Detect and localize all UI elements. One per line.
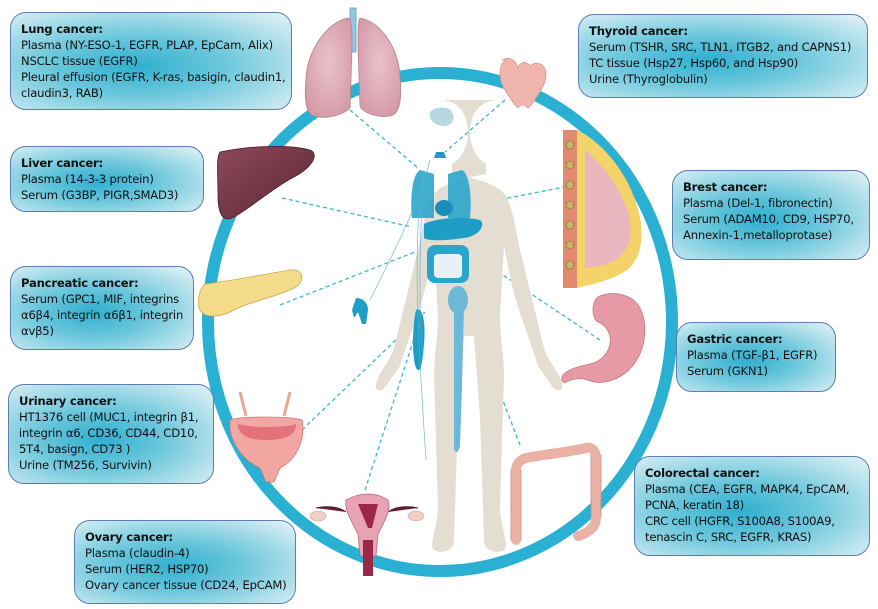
thyroid-icon (499, 58, 547, 109)
card-gastric-cancer: Gastric cancer: Plasma (TGF-β1, EGFR) Se… (676, 322, 836, 392)
biomarker-line: Serum (HER2, HSP70) (85, 562, 209, 576)
biomarker-line: Plasma (TGF-β1, EGFR) (687, 348, 818, 362)
biomarker-line: α6β4, integrin α6β1, integrin (21, 308, 184, 322)
biomarker-line: Serum (ADAM10, CD9, HSP70, (683, 212, 854, 226)
liver-icon (217, 145, 315, 220)
connector-uterus (364, 319, 421, 491)
card-urinary-cancer: Urinary cancer: HT1376 cell (MUC1, integ… (8, 384, 214, 484)
biomarker-line: Plasma (Del-1, fibronectin) (683, 196, 833, 210)
biomarker-line: integrin α6, CD36, CD44, CD10, (19, 426, 198, 440)
biomarker-line: PCNA, keratin 18) (645, 498, 745, 512)
breast-icon (563, 130, 642, 288)
biomarker-line: Pleural effusion (EGFR, K-ras, basigin, … (21, 70, 286, 84)
biomarker-line: 5T4, basign, CD73 ) (19, 442, 131, 456)
biomarker-line: Plasma (CEA, EGFR, MAPK4, EpCAM, (645, 482, 850, 496)
biomarker-line: Annexin-1,metalloprotase) (683, 228, 833, 242)
connector-thyroid (444, 99, 506, 153)
biomarker-line: Serum (GPC1, MIF, integrins (21, 292, 179, 306)
card-thyroid-cancer: Thyroid cancer: Serum (TSHR, SRC, TLN1, … (578, 14, 868, 98)
body-lungs (411, 170, 471, 218)
circulation-ring (202, 67, 678, 577)
biomarker-line: CRC cell (HGFR, S100A8, S100A9, (645, 514, 835, 528)
card-title: Ovary cancer: (85, 530, 173, 544)
biomarker-line: Plasma (14-3-3 protein) (21, 172, 154, 186)
card-pancreatic-cancer: Pancreatic cancer: Serum (GPC1, MIF, int… (10, 266, 194, 350)
body-liver (424, 217, 483, 241)
card-title: Pancreatic cancer: (21, 276, 139, 290)
card-breast-cancer: Brest cancer: Plasma (Del-1, fibronectin… (672, 170, 870, 260)
brain-icon (429, 107, 454, 126)
biomarker-line: NSCLC tissue (EGFR) (21, 54, 138, 68)
biomarker-line: Plasma (claudin-4) (85, 546, 190, 560)
connector-liver (281, 197, 413, 228)
biomarker-line: claudin3, RAB) (21, 86, 103, 100)
card-title: Lung cancer: (21, 22, 103, 36)
lungs-icon (304, 7, 402, 118)
biomarker-line: Serum (TSHR, SRC, TLN1, ITGB2, and CAPNS… (589, 40, 852, 54)
biomarker-line: Ovary cancer tissue (CD24, EpCAM) (85, 578, 287, 592)
card-colorectal-cancer: Colorectal cancer: Plasma (CEA, EGFR, MA… (634, 456, 870, 556)
connector-lung (349, 109, 419, 169)
card-title: Liver cancer: (21, 156, 103, 170)
biomarker-line: TC tissue (Hsp27, Hsp60, and Hsp90) (589, 56, 799, 70)
card-title: Urinary cancer: (19, 394, 117, 408)
biomarker-line: αvβ5) (21, 324, 54, 338)
biomarker-line: Serum (G3BP, PIGR,SMAD3) (21, 188, 179, 202)
biomarker-line: HT1376 cell (MUC1, integrin β1, (19, 410, 199, 424)
pancreas-icon (198, 269, 303, 317)
biomarker-line: tenascin C, SRC, EGFR, KRAS) (645, 530, 812, 544)
card-title: Colorectal cancer: (645, 466, 760, 480)
connector-colon (469, 314, 521, 446)
card-ovary-cancer: Ovary cancer: Plasma (claudin-4) Serum (… (74, 520, 296, 604)
biomarker-line: Serum (GKN1) (687, 364, 768, 378)
human-body (352, 100, 563, 552)
card-title: Thyroid cancer: (589, 24, 688, 38)
connector-pancreas (279, 251, 416, 306)
card-lung-cancer: Lung cancer: Plasma (NY-ESO-1, EGFR, PLA… (10, 12, 292, 110)
colon-outline (510, 455, 602, 540)
card-title: Brest cancer: (683, 180, 768, 194)
stomach-icon (561, 293, 646, 383)
bladder-icon (229, 391, 304, 483)
colon-icon (511, 442, 601, 545)
biomarker-line: Urine (TM256, Survivin) (19, 458, 152, 472)
card-liver-cancer: Liver cancer: Plasma (14-3-3 protein) Se… (10, 146, 204, 212)
biomarker-line: Plasma (NY-ESO-1, EGFR, PLAP, EpCam, Ali… (21, 38, 273, 52)
uterus-icon (309, 493, 425, 576)
biomarker-line: Urine (Thyroglobulin) (589, 72, 708, 86)
card-title: Gastric cancer: (687, 332, 783, 346)
